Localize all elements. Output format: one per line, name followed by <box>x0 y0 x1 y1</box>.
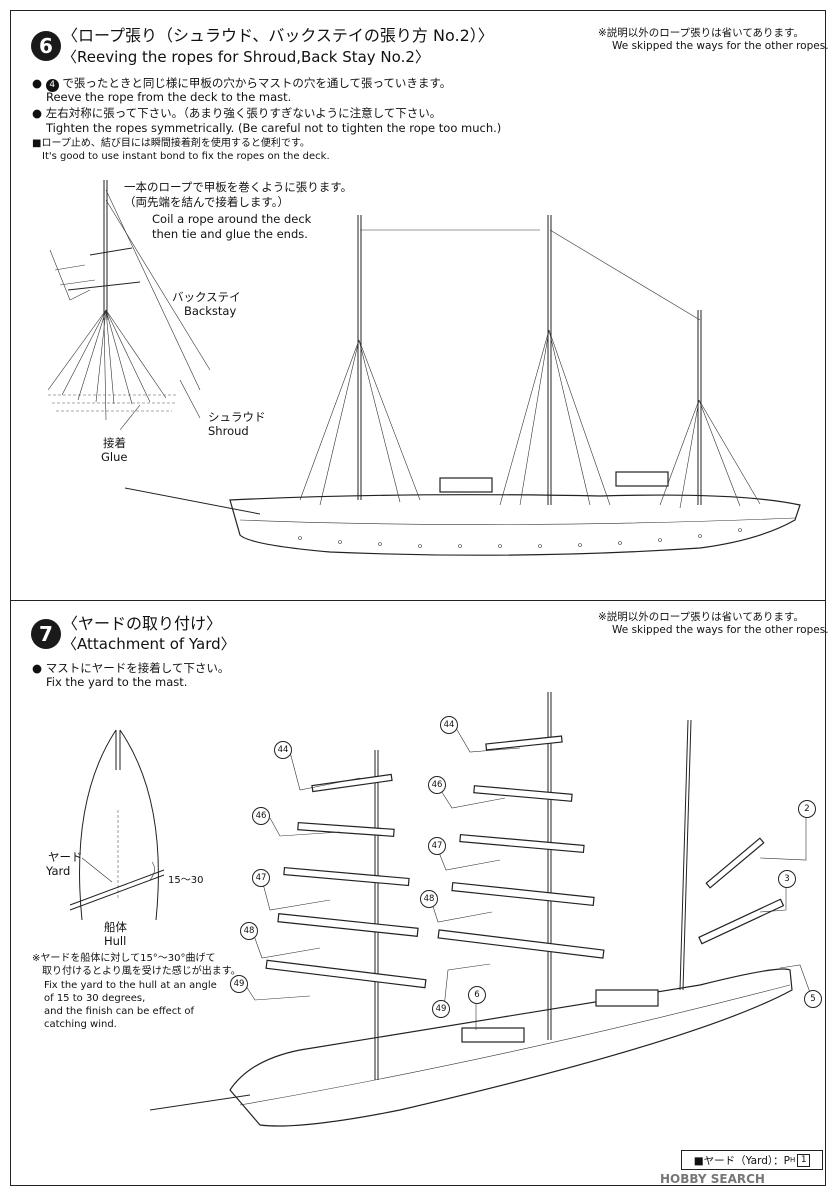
hull-label-jp: 船体 <box>104 920 127 934</box>
step-6-illustration <box>47 180 801 556</box>
parts-reference-label: ■ヤード（Yard）：P <box>693 1154 790 1167</box>
yard-label-en: Yard <box>46 864 71 878</box>
step-6-title-jp: 〈ロープ張り（シュラウド、バックステイの張り方 No.2）〉 <box>62 26 494 45</box>
ship-rigging-drawing <box>124 215 801 556</box>
glue-label-en: Glue <box>101 450 128 464</box>
callout-3: 3 <box>778 870 796 888</box>
yard-parts-right <box>698 837 785 945</box>
watermark: HOBBY SEARCH <box>660 1172 765 1186</box>
step-7-title-en: 〈Attachment of Yard〉 <box>62 635 236 653</box>
angle-note-en-4: catching wind. <box>44 1019 117 1030</box>
parts-reference-number: 1 <box>797 1153 811 1167</box>
step-7-note-jp: ※説明以外のロープ張りは省いてあります。 <box>598 611 804 623</box>
coil-label-jp-2: （両先端を結んで接着します。） <box>124 195 290 209</box>
coil-label-en-2: then tie and glue the ends. <box>152 227 308 241</box>
glue-label-jp: 接着 <box>103 436 126 450</box>
callout-44-mid: 44 <box>440 716 458 734</box>
callout-46-left: 46 <box>252 807 270 825</box>
step-7-instruction-en: Fix the yard to the mast. <box>46 675 188 689</box>
callout-44-left: 44 <box>274 741 292 759</box>
step-6-note-jp: ※説明以外のロープ張りは省いてあります。 <box>598 27 804 39</box>
backstay-label-jp: バックステイ <box>172 290 241 304</box>
step-6-instruction-2-en: Tighten the ropes symmetrically. (Be car… <box>46 121 502 135</box>
page-frame <box>10 10 826 1186</box>
callout-47-mid: 47 <box>428 837 446 855</box>
step-7-instruction-jp: マストにヤードを接着して下さい。 <box>45 661 230 675</box>
leader-lines <box>243 727 813 1030</box>
angle-note-en-1: Fix the yard to the hull at an angle <box>44 980 217 991</box>
step-6-instruction-2: ● 左右対称に張って下さい。（あまり強く張りすぎないように注意して下さい。 <box>32 106 441 120</box>
yard-label-jp: ヤード <box>48 850 83 864</box>
step-ref-badge: 4 <box>45 79 59 92</box>
bullet-icon: ● <box>32 106 43 120</box>
step-6-note-en: We skipped the ways for the other ropes. <box>612 40 829 52</box>
bullet-icon: ● <box>32 661 43 675</box>
backstay-label-en: Backstay <box>184 304 237 318</box>
callout-5: 5 <box>804 990 822 1008</box>
angle-note-en-3: and the finish can be effect of <box>44 1006 194 1017</box>
yard-parts-left <box>265 773 427 989</box>
callout-46-mid: 46 <box>428 776 446 794</box>
step-6-tip-en: It's good to use instant bond to fix the… <box>42 151 330 162</box>
section-divider <box>10 600 826 601</box>
porthole-row <box>298 528 742 548</box>
angle-note-jp-1: ※ヤードを船体に対して15°～30°曲げて <box>32 953 216 964</box>
coil-label-jp-1: 一本のロープで甲板を巻くように張ります。 <box>124 180 353 194</box>
step-7-instruction: ● マストにヤードを接着して下さい。 <box>32 661 229 675</box>
callout-49-left: 49 <box>230 975 248 993</box>
step-6-tip-jp: ■ロープ止め、結び目には瞬間接着剤を使用すると便利です。 <box>32 138 310 149</box>
step-6-title-en: 〈Reeving the ropes for Shroud,Back Stay … <box>62 48 430 66</box>
step-6-instruction-1: ● 4 で張ったときと同じ様に甲板の穴からマストの穴を通して張っていきます。 <box>32 76 451 92</box>
step-7-number: 7 <box>31 619 61 649</box>
yard-parts-middle <box>437 735 605 959</box>
angle-label: 15～30 <box>168 875 204 886</box>
yard-angle-diagram <box>69 729 165 921</box>
angle-note-jp-2: 取り付けるとより風を受けた感じが出ます。 <box>42 966 241 977</box>
parts-reference-subscript: H <box>789 1156 796 1164</box>
yard-assembly-drawing <box>149 692 813 1127</box>
callout-2: 2 <box>798 800 816 818</box>
callout-6: 6 <box>468 986 486 1004</box>
step-6-instruction-1-en: Reeve the rope from the deck to the mast… <box>46 90 292 104</box>
shroud-label-en: Shroud <box>208 424 249 438</box>
step-7-title-jp: 〈ヤードの取り付け〉 <box>62 614 223 633</box>
angle-note-en-2: of 15 to 30 degrees, <box>44 993 146 1004</box>
shroud-label-jp: シュラウド <box>208 410 266 424</box>
step-6-number: 6 <box>31 31 61 61</box>
callout-48-left: 48 <box>240 922 258 940</box>
step-7-note-en: We skipped the ways for the other ropes. <box>612 624 829 636</box>
callout-49-mid: 49 <box>432 1000 450 1018</box>
mast-detail-drawing <box>47 180 211 431</box>
hull-label-en: Hull <box>104 934 127 948</box>
shroud-lines <box>47 309 167 405</box>
coil-label-en-1: Coil a rope around the deck <box>152 212 312 226</box>
bullet-icon: ● <box>32 76 43 90</box>
callout-48-mid: 48 <box>420 890 438 908</box>
step-6-instruction-1-jp: で張ったときと同じ様に甲板の穴からマストの穴を通して張っていきます。 <box>62 76 452 90</box>
step-6-instruction-2-jp: 左右対称に張って下さい。（あまり強く張りすぎないように注意して下さい。 <box>45 106 442 120</box>
callout-47-left: 47 <box>252 869 270 887</box>
